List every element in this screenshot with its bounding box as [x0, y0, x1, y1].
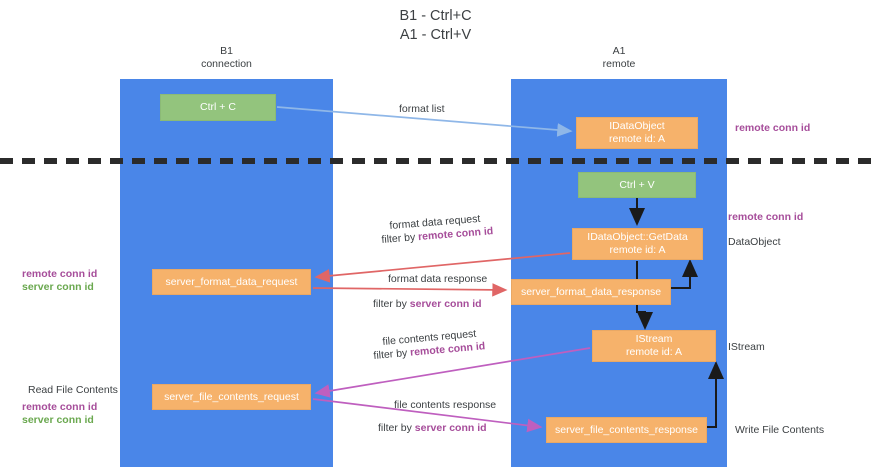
- node-server-file-contents-response[interactable]: server_file_contents_response: [546, 417, 707, 443]
- annotation-server-conn-id-left-2: server conn id: [22, 414, 94, 426]
- node-ctrl-c-label: Ctrl + C: [200, 101, 236, 113]
- filter-prefix: filter by: [381, 231, 419, 246]
- node-ctrl-c[interactable]: Ctrl + C: [160, 94, 276, 121]
- edge-format-data-response: [312, 283, 508, 297]
- node-idataobject-subtitle: remote id: A: [608, 133, 666, 145]
- node-idataobject-title: IDataObject: [609, 120, 665, 132]
- node-getdata-subtitle: remote id: A: [609, 244, 666, 256]
- filter-prefix: filter by: [373, 346, 411, 362]
- annotation-conn-ids-lower: remote conn id server conn id: [22, 401, 97, 427]
- edge-label-file-contents-response-filter: filter by server conn id: [378, 422, 487, 435]
- edge-label-format-data-response: format data response: [388, 273, 488, 285]
- filter-prefix: filter by: [378, 422, 415, 434]
- node-istream-subtitle: remote id: A: [625, 346, 683, 358]
- diagram-title: B1 - Ctrl+C A1 - Ctrl+V: [399, 8, 472, 43]
- node-ctrl-v[interactable]: Ctrl + V: [578, 172, 696, 198]
- node-server-file-contents-request[interactable]: server_file_contents_request: [152, 384, 311, 410]
- edge-label-format-data-response-filter: filter by server conn id: [373, 298, 482, 311]
- node-idataobject[interactable]: IDataObject remote id: A: [576, 117, 698, 149]
- edge-label-format-list: format list: [399, 103, 445, 115]
- node-server-file-contents-response-label: server_file_contents_response: [554, 423, 698, 436]
- node-getdata[interactable]: IDataObject::GetData remote id: A: [572, 228, 703, 260]
- annotation-istream: IStream: [728, 341, 765, 353]
- annotation-write-file-contents: Write File Contents: [735, 424, 825, 436]
- filter-prefix: filter by: [373, 298, 410, 310]
- annotation-conn-ids-upper: remote conn id server conn id: [22, 268, 97, 294]
- annotation-remote-conn-id-top: remote conn id: [735, 122, 811, 134]
- node-ctrl-v-label: Ctrl + V: [619, 178, 655, 191]
- annotation-remote-conn-id-left-1: remote conn id: [22, 268, 98, 280]
- node-server-format-data-response-label: server_format_data_response: [520, 285, 662, 298]
- node-istream-title: IStream: [635, 333, 673, 345]
- edge-label-file-contents-response: file contents response: [394, 399, 497, 411]
- annotation-remote-conn-id-mid: remote conn id: [728, 211, 804, 223]
- node-server-file-contents-request-label: server_file_contents_request: [164, 390, 299, 403]
- lane-title-b1: B1 connection: [201, 45, 252, 70]
- node-getdata-title: IDataObject::GetData: [587, 231, 688, 243]
- annotation-dataobject: DataObject: [728, 236, 781, 248]
- node-server-format-data-request-label: server_format_data_request: [165, 275, 298, 288]
- node-istream[interactable]: IStream remote id: A: [592, 330, 716, 362]
- lane-title-a1: A1 remote: [602, 45, 636, 70]
- annotation-read-file-contents: Read File Contents: [28, 384, 118, 396]
- annotation-remote-conn-id-left-2: remote conn id: [22, 401, 98, 413]
- annotation-server-conn-id-left-1: server conn id: [22, 281, 94, 293]
- filter-value-server-conn-id: server conn id: [409, 298, 482, 310]
- filter-value-server-conn-id: server conn id: [414, 422, 487, 434]
- node-server-format-data-response[interactable]: server_format_data_response: [511, 279, 671, 305]
- node-server-format-data-request[interactable]: server_format_data_request: [152, 269, 311, 295]
